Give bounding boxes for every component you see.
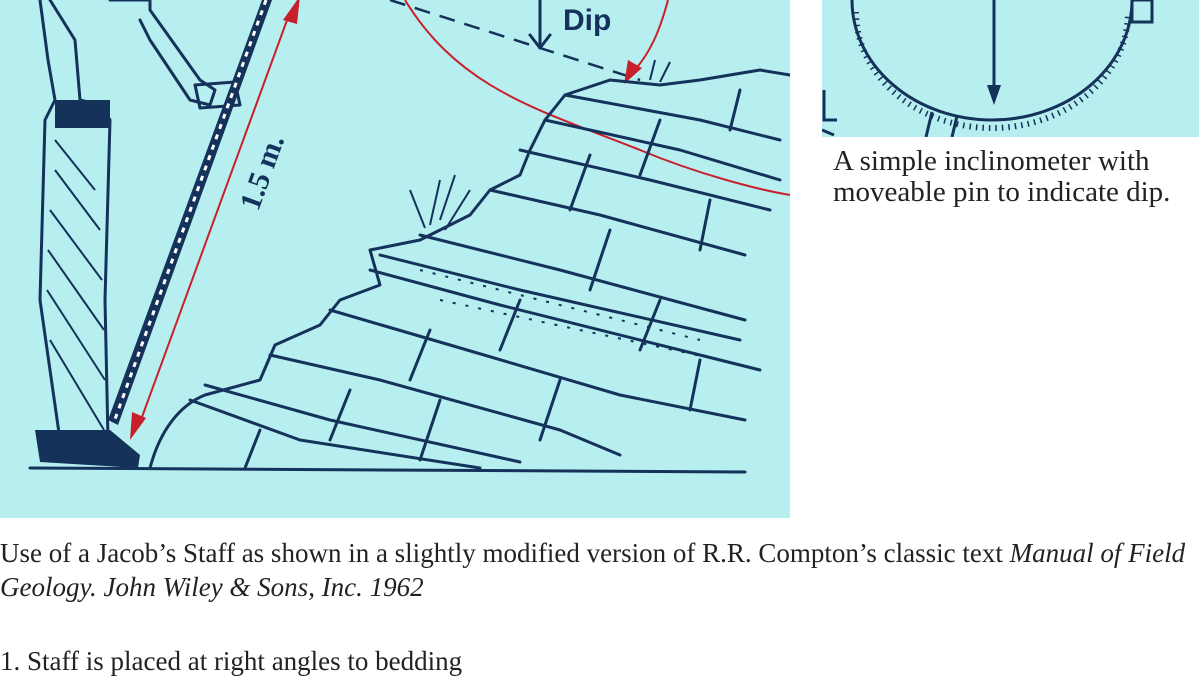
dip-label: Dip [563,4,611,37]
jacobs-staff [108,0,272,425]
staff-length-arrow [130,0,300,440]
jacobs-staff-illustration: 1.5 m. Dip [0,0,790,518]
figure-caption: Use of a Jacob’s Staff as shown in a sli… [0,536,1199,604]
geologist-figure [35,0,242,468]
dip-arrow-icon [528,0,552,50]
inclinometer-scale-ticks [853,11,1131,131]
inclinometer-pointer-arrow [629,0,669,76]
inclinometer-inset [822,0,1199,137]
inclinometer-caption: A simple inclinometer with moveable pin … [833,145,1171,208]
dip-reference-line [389,0,641,82]
figure-caption-text: Use of a Jacob’s Staff as shown in a sli… [0,538,1010,568]
inclinometer-clip [1130,0,1154,24]
rock-outcrop [148,59,790,470]
figure-caption-source: Manual of Field Geology. John Wiley & So… [0,538,1186,602]
inclinometer-dial [850,0,1134,122]
caption-connector-line [404,0,790,196]
step-item: 1. Staff is placed at right angles to be… [0,646,463,676]
ground-line [28,466,747,474]
